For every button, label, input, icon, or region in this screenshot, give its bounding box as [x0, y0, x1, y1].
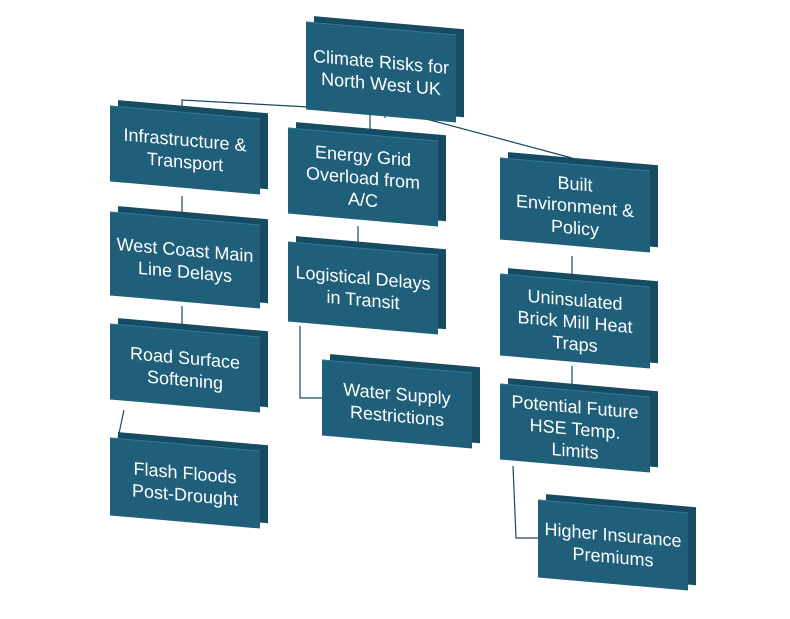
connector-road-floods — [117, 409, 125, 439]
node-energy-label: Energy Grid Overload from A/C — [305, 141, 421, 211]
connector-hse-insurance — [512, 465, 538, 539]
node-insurance: Higher Insurance Premiums — [538, 499, 688, 591]
node-water-supply: Water Supply Restrictions — [322, 359, 472, 449]
node-logistical: Logistical Delays in Transit — [288, 241, 438, 335]
node-infrastructure-label: Infrastructure & Transport — [123, 124, 247, 175]
node-insurance-label: Higher Insurance Premiums — [544, 518, 682, 571]
node-infrastructure: Infrastructure & Transport — [110, 105, 260, 195]
node-built: Built Environment & Policy — [500, 157, 650, 253]
node-root-label: Climate Risks for North West UK — [312, 45, 450, 99]
node-logistical-label: Logistical Delays in Transit — [295, 261, 431, 313]
node-root: Climate Risks for North West UK — [306, 21, 456, 123]
node-energy: Energy Grid Overload from A/C — [288, 127, 438, 227]
node-flash-floods-label: Flash Floods Post-Drought — [131, 457, 239, 510]
node-road-surface-label: Road Surface Softening — [129, 342, 241, 393]
node-west-coast: West Coast Main Line Delays — [110, 211, 260, 309]
node-west-coast-label: West Coast Main Line Delays — [116, 233, 254, 286]
connector-logistical-water — [299, 326, 322, 399]
node-hse-label: Potential Future HSE Temp. Limits — [511, 390, 639, 463]
node-hse: Potential Future HSE Temp. Limits — [500, 383, 650, 473]
node-uninsulated: Uninsulated Brick Mill Heat Traps — [500, 273, 650, 369]
node-water-supply-label: Water Supply Restrictions — [343, 378, 451, 430]
node-uninsulated-label: Uninsulated Brick Mill Heat Traps — [517, 285, 633, 356]
node-road-surface: Road Surface Softening — [110, 323, 260, 413]
node-built-label: Built Environment & Policy — [515, 171, 635, 240]
node-flash-floods: Flash Floods Post-Drought — [110, 437, 260, 529]
